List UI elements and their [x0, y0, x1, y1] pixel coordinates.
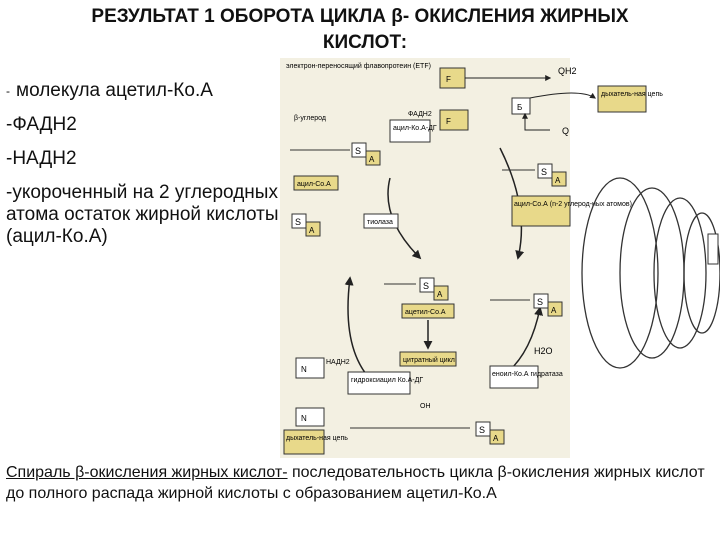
acyl-coa-tag	[293, 175, 339, 191]
result-item-shortened-acyl: -укороченный на 2 углеродных атома остат…	[6, 182, 279, 248]
acyl-coa-dh-label: ацил-Ко.А-ДГ	[393, 125, 437, 132]
svg-text:S: S	[479, 425, 485, 435]
acetyl-coa-molecule: S A	[384, 277, 449, 301]
resp-chain-top-box	[597, 85, 647, 113]
spiral-end-box	[707, 233, 719, 265]
hydroxyacyl-dh-label: гидроксиацил Ко.А-ДГ	[351, 377, 423, 384]
nad-n-letter-2: N	[301, 414, 307, 423]
beta-carbon-label: β-углерод	[294, 115, 326, 122]
s-letter: S	[355, 146, 361, 156]
beta-oxidation-diagram: электрон-переносящий флавопротеин (ETF) …	[280, 58, 720, 458]
enoyl-coa-molecule: S A	[490, 293, 563, 317]
thiolase-box	[363, 213, 399, 229]
enoyl-hydratase-box	[489, 365, 539, 389]
spiral-loops	[581, 177, 720, 369]
result-item-acetyl-coa-text: молекула ацетил-Ко.А	[16, 80, 213, 102]
title-line-2: КИСЛОТ:	[322, 32, 408, 53]
svg-text:A: A	[551, 306, 557, 315]
definition-body: последовательность цикла β-окисления жир…	[6, 464, 705, 502]
oh-label: OH	[420, 403, 431, 410]
resp-chain-top-label: дыхатель-ная цепь	[601, 91, 663, 98]
citrate-cycle-box	[399, 351, 457, 367]
b-box	[511, 97, 531, 115]
result-list: -молекула ацетил-Ко.А -ФАДН2 -НАДН2 -уко…	[6, 80, 281, 260]
svg-text:A: A	[555, 176, 561, 185]
resp-chain-bottom-box	[283, 429, 325, 455]
enoyl-hydratase-label: еноил-Ко.А гидратаза	[492, 371, 563, 378]
hydroxyacyl-coa-molecule: OH S A	[350, 403, 505, 445]
q-label: Q	[562, 126, 569, 136]
fadh2-label: ФАДН2	[408, 111, 432, 118]
acyl-coa-dh-box	[389, 119, 431, 143]
nadh2-label: НАДН2	[326, 359, 350, 366]
citrate-cycle-label: цитратный цикл	[403, 356, 455, 364]
definition-term: Спираль β-окисления жирных кислот-	[6, 464, 288, 481]
list-dash: -	[6, 84, 10, 98]
nad-n-letter: N	[301, 365, 307, 374]
acetyl-coa-label: ацетил-Со.А	[405, 309, 446, 316]
etf-label: электрон-переносящий флавопротеин (ETF)	[286, 62, 431, 70]
b-label: Б	[517, 103, 522, 112]
acyl-coa-label: ацил-Со.А	[297, 181, 331, 188]
resp-chain-bottom-label: дыхатель-ная цепь	[286, 435, 348, 442]
a-letter: A	[369, 155, 375, 164]
h2o-label: H2O	[534, 346, 553, 356]
nad-box-2	[295, 407, 325, 427]
svg-text:S: S	[537, 297, 543, 307]
acetyl-coa-tag	[401, 303, 455, 319]
svg-text:A: A	[309, 226, 315, 235]
etf-box	[439, 67, 466, 89]
short-acyl-coa-tag	[511, 195, 571, 227]
fad-box	[439, 109, 469, 131]
short-acyl-coa-molecule: S A	[502, 163, 567, 187]
svg-text:A: A	[493, 434, 499, 443]
short-acyl-coa-label: ацил-Со.А (n-2 углерод-ных атомов)	[514, 201, 632, 208]
nad-box	[295, 357, 325, 379]
thiolase-label: тиолаза	[367, 219, 393, 226]
title-line-1: РЕЗУЛЬТАТ 1 ОБОРОТА ЦИКЛА β- ОКИСЛЕНИЯ Ж…	[91, 6, 629, 27]
qh2-label: QH2	[558, 66, 577, 76]
result-item-nadh2: -НАДН2	[6, 148, 77, 170]
svg-text:S: S	[541, 167, 547, 177]
svg-text:S: S	[295, 217, 301, 227]
coa-sh-fragment: S A	[291, 213, 321, 237]
fad-f-letter: F	[446, 117, 451, 126]
hydroxyacyl-dh-box	[347, 371, 411, 395]
svg-text:A: A	[437, 290, 443, 299]
result-item-fadh2: -ФАДН2	[6, 114, 77, 136]
acyl-coa-molecule: S A	[290, 142, 381, 166]
page-title: РЕЗУЛЬТАТ 1 ОБОРОТА ЦИКЛА β- ОКИСЛЕНИЯ Ж…	[0, 4, 720, 56]
etf-f-letter: F	[446, 75, 451, 84]
result-item-acetyl-coa: -молекула ацетил-Ко.А	[6, 80, 281, 102]
definition-text: Спираль β-окисления жирных кислот- после…	[6, 462, 716, 504]
svg-text:S: S	[423, 281, 429, 291]
